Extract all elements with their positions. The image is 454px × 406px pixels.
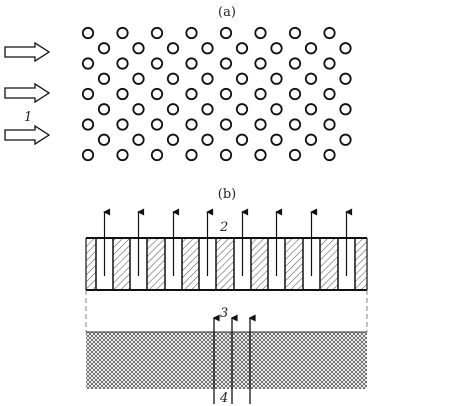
hole <box>97 133 111 146</box>
label-2: 2 <box>219 220 228 235</box>
hole <box>270 42 283 55</box>
hole <box>132 72 145 85</box>
hole <box>150 57 164 70</box>
hole <box>81 148 95 162</box>
flow-arrow <box>4 124 51 146</box>
hole <box>288 26 302 40</box>
hole <box>254 26 267 40</box>
hole <box>304 72 318 85</box>
hole <box>185 148 198 162</box>
hole <box>219 57 233 70</box>
panel-a-label: (a) <box>218 5 236 20</box>
flow-label-1: 1 <box>24 110 32 125</box>
hole <box>339 42 352 55</box>
hole <box>339 133 352 146</box>
hole <box>235 103 249 116</box>
hole <box>323 148 336 162</box>
hole <box>235 42 249 55</box>
hole <box>150 87 164 101</box>
hole <box>166 42 180 55</box>
hole <box>81 87 95 101</box>
hole <box>235 133 249 146</box>
hole <box>219 118 233 131</box>
flow-arrow <box>4 82 51 104</box>
hole <box>185 87 198 101</box>
hole <box>323 57 336 70</box>
hole <box>81 26 95 40</box>
hole <box>150 26 164 40</box>
hole <box>201 103 214 116</box>
hole <box>235 72 249 85</box>
hole <box>132 133 145 146</box>
hole <box>166 103 180 116</box>
hole <box>323 118 336 131</box>
hole <box>97 72 111 85</box>
hole <box>304 103 318 116</box>
hole <box>270 133 283 146</box>
hole <box>254 87 267 101</box>
hole <box>254 57 267 70</box>
hole <box>166 133 180 146</box>
hole <box>304 42 318 55</box>
hole <box>201 133 214 146</box>
hole <box>150 118 164 131</box>
hole <box>288 118 302 131</box>
label-3: 3 <box>220 306 228 321</box>
hole <box>288 87 302 101</box>
hole <box>288 57 302 70</box>
hole <box>97 42 111 55</box>
hole <box>254 148 267 162</box>
hole <box>185 26 198 40</box>
hole <box>116 26 129 40</box>
porous-base-layer <box>86 332 367 389</box>
hole <box>288 148 302 162</box>
hole <box>185 57 198 70</box>
hole <box>339 72 352 85</box>
panel-b-label: (b) <box>218 187 236 202</box>
hole <box>201 42 214 55</box>
hole <box>185 118 198 131</box>
hole <box>323 26 336 40</box>
hole <box>219 87 233 101</box>
hole <box>97 103 111 116</box>
hole <box>81 57 95 70</box>
hole <box>254 118 267 131</box>
hole <box>116 87 129 101</box>
flow-arrow <box>4 41 51 63</box>
perforated-plate-hatch <box>86 238 367 290</box>
outflow-arrows <box>103 208 353 276</box>
hole <box>339 103 352 116</box>
hole <box>116 57 129 70</box>
label-4: 4 <box>219 391 228 406</box>
hole <box>270 103 283 116</box>
hole <box>219 148 233 162</box>
inflow-arrows <box>4 41 51 146</box>
hole <box>304 133 318 146</box>
supply-arrows <box>212 314 256 404</box>
hole <box>132 103 145 116</box>
hole <box>150 148 164 162</box>
hole <box>166 72 180 85</box>
hole <box>201 72 214 85</box>
perforation-holes <box>81 26 352 162</box>
hole <box>270 72 283 85</box>
hole <box>323 87 336 101</box>
plate-slots <box>85 237 368 291</box>
hole <box>132 42 145 55</box>
hole <box>116 148 129 162</box>
hole <box>116 118 129 131</box>
hole <box>81 118 95 131</box>
hole <box>219 26 233 40</box>
